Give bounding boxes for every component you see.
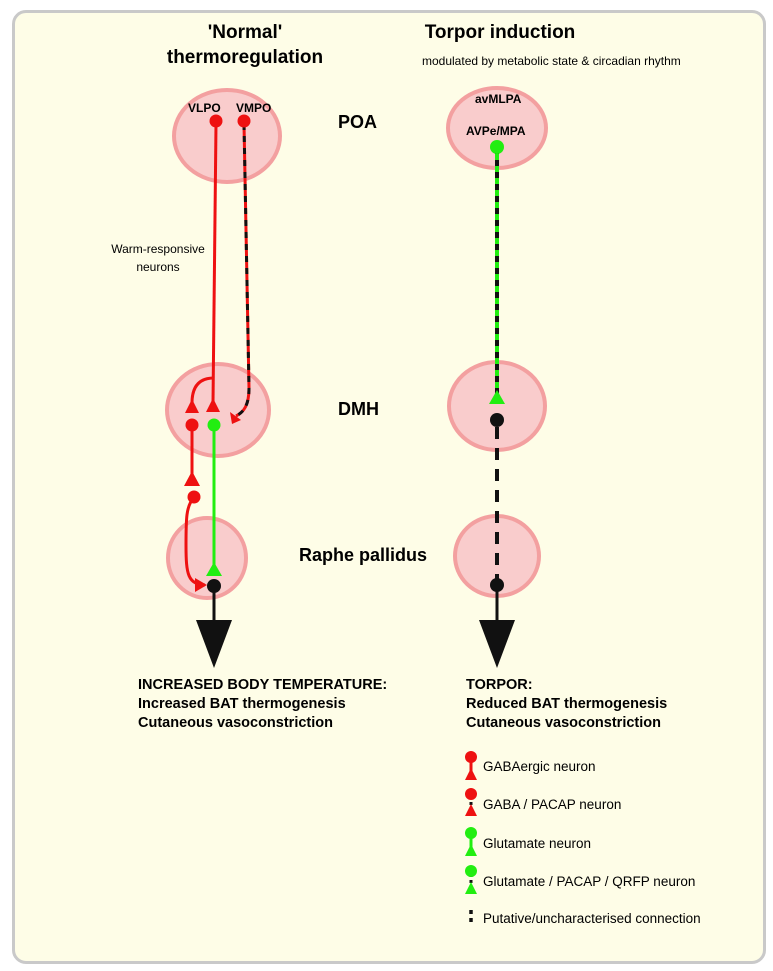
legend-label-glut-pacap-qrfp: Glutamate / PACAP / QRFP neuron [483,874,696,889]
vmpo-projection-black [235,123,251,418]
vlpo-soma [209,114,223,128]
region-label-raphe: Raphe pallidus [299,545,428,565]
right-output-arrow [479,620,515,668]
dmh-glut-terminal [206,562,222,576]
legend-label-gaba: GABAergic neuron [483,759,596,774]
dmh-gaba-soma [185,418,199,432]
legend-symbols [465,751,477,926]
right-outcome-line-1: Reduced BAT thermogenesis [466,696,668,712]
avpe-mpa-label: AVPe/MPA [466,124,526,138]
dmh-gaba-terminal [184,471,200,486]
region-label-poa: POA [338,112,378,132]
left-output-arrow [196,620,232,668]
left-circuit [184,114,251,668]
avpe-soma [490,140,504,154]
right-title: Torpor induction [424,22,576,43]
vlpo-projection [211,123,218,404]
legend-symbol-glut-pacap-qrfp [465,865,477,894]
avmlpa-label: avMLPA [475,92,522,106]
legend-label-gaba-pacap: GABA / PACAP neuron [483,797,622,812]
vlpo-label: VLPO [188,101,221,115]
left-outcome-line-1: Increased BAT thermogenesis [138,696,346,712]
region-ellipses [165,86,548,600]
left-title: 'Normal' thermoregulation [150,20,340,70]
vlpo-terminal-1 [185,399,199,413]
right-subtitle: modulated by metabolic state & circadian… [422,54,681,68]
annotation-line-1: Warm-responsive [111,242,205,256]
left-title-line-1: 'Normal' [207,22,283,43]
legend-symbol-gaba-pacap [465,788,477,816]
left-title-line-2: thermoregulation [166,47,324,68]
mid-gaba-projection [184,496,206,587]
legend-label-glut: Glutamate neuron [483,836,592,851]
avpe-terminal [489,390,505,404]
legend-symbol-gaba [465,751,477,780]
region-label-dmh: DMH [338,399,379,419]
diagram-panel [12,10,766,964]
vmpo-soma [237,114,251,128]
legend-symbol-glut [465,827,477,856]
legend-label-putative: Putative/uncharacterised connection [483,911,701,926]
vlpo-terminal-2 [206,398,220,412]
annotation-line-2: neurons [136,260,180,274]
dmh-glut-soma [207,418,221,432]
poa-left-ellipse [172,88,282,184]
mid-gaba-soma [187,490,201,504]
left-outcome-line-2: Cutaneous vasoconstriction [138,715,333,731]
vmpo-label: VMPO [236,101,272,115]
right-outcome: TORPOR: Reduced BAT thermogenesis Cutane… [466,676,667,733]
left-outcome: INCREASED BODY TEMPERATURE: Increased BA… [138,676,387,733]
dmh-right-neuron [490,413,504,427]
right-circuit [479,140,515,668]
mid-gaba-terminal [195,578,207,592]
right-outcome-line-2: Cutaneous vasoconstriction [466,715,661,731]
warm-responsive-annotation: Warm-responsive neurons [98,240,218,276]
right-outcome-heading: TORPOR: [466,677,533,693]
vmpo-terminal [230,412,241,424]
left-outcome-heading: INCREASED BODY TEMPERATURE: [138,677,388,693]
